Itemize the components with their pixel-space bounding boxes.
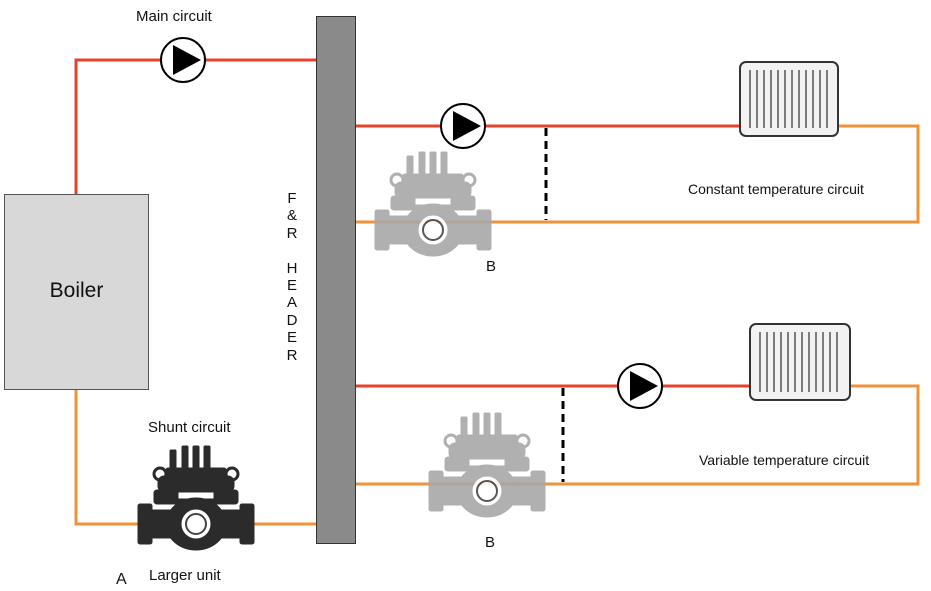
boiler: Boiler — [4, 194, 149, 390]
main-circuit-label: Main circuit — [136, 8, 212, 25]
variable-circuit-pipes — [356, 384, 920, 486]
pump-icon — [440, 103, 486, 149]
mixing-valve-icon — [427, 411, 547, 519]
boiler-flow-pipe — [74, 58, 316, 194]
header-label: F & R H E A D E R — [286, 190, 298, 364]
variable-circuit-label: Variable temperature circuit — [699, 452, 870, 468]
shunt-circuit-label: Shunt circuit — [148, 419, 231, 436]
boiler-label: Boiler — [49, 279, 104, 302]
variable-return-pipe — [356, 384, 920, 486]
mixing-valve-icon — [136, 444, 256, 552]
pump-icon — [617, 363, 663, 409]
constant-return-pipe — [356, 124, 920, 224]
larger-unit-label: Larger unit — [149, 567, 221, 584]
radiator-icon — [749, 323, 851, 401]
constant-circuit-label: Constant temperature circuit — [688, 181, 864, 197]
mixing-valve-icon — [373, 150, 493, 258]
marker-b-bottom: B — [485, 534, 496, 551]
marker-b-top: B — [486, 258, 497, 275]
marker-a: A — [116, 571, 127, 588]
flow-return-header — [316, 16, 356, 544]
radiator-icon — [739, 61, 839, 137]
pump-icon — [160, 37, 206, 83]
constant-circuit-pipes — [356, 124, 920, 224]
